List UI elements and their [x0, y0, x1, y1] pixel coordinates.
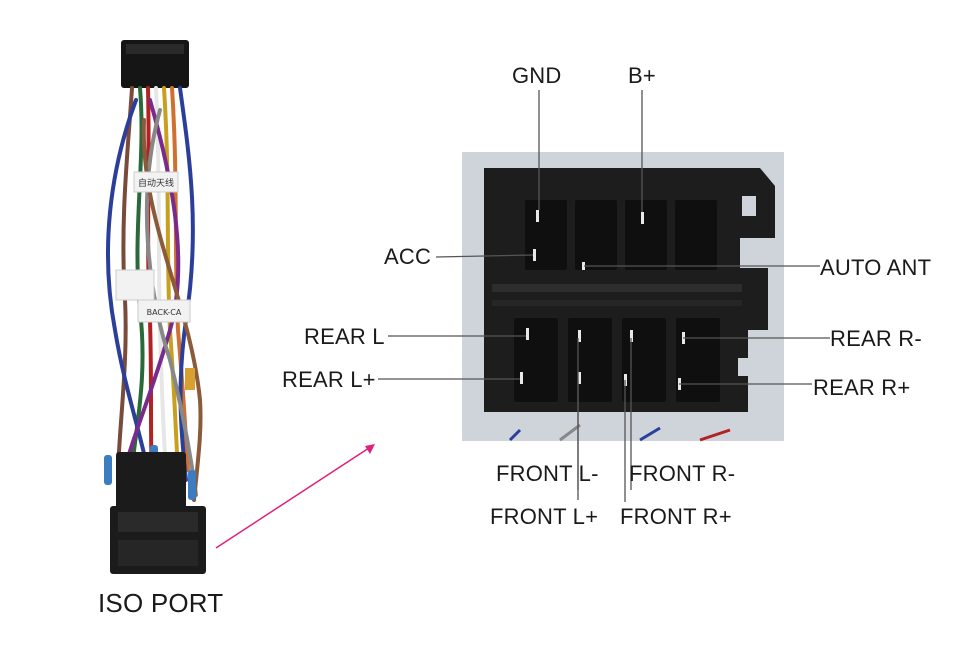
- label-gnd: GND: [512, 63, 562, 88]
- label-front-r-minus: FRONT R-: [629, 461, 736, 486]
- label-b-plus: B+: [628, 63, 656, 88]
- svg-text:BACK-CA: BACK-CA: [147, 308, 182, 317]
- label-auto-ant: AUTO ANT: [820, 255, 932, 280]
- label-front-l-plus: FRONT L+: [490, 504, 599, 529]
- label-rear-l: REAR L: [304, 324, 385, 349]
- caption-iso-port: ISO PORT: [98, 588, 224, 618]
- leader-acc: [435, 254, 534, 258]
- label-rear-r-plus: REAR R+: [813, 375, 911, 400]
- label-acc: ACC: [384, 244, 432, 269]
- label-front-l-minus: FRONT L-: [496, 461, 599, 486]
- svg-text:自动天线: 自动天线: [138, 177, 174, 189]
- label-rear-l-plus: REAR L+: [282, 367, 376, 392]
- label-front-r-plus: FRONT R+: [620, 504, 732, 529]
- label-rear-r-minus: REAR R-: [830, 326, 922, 351]
